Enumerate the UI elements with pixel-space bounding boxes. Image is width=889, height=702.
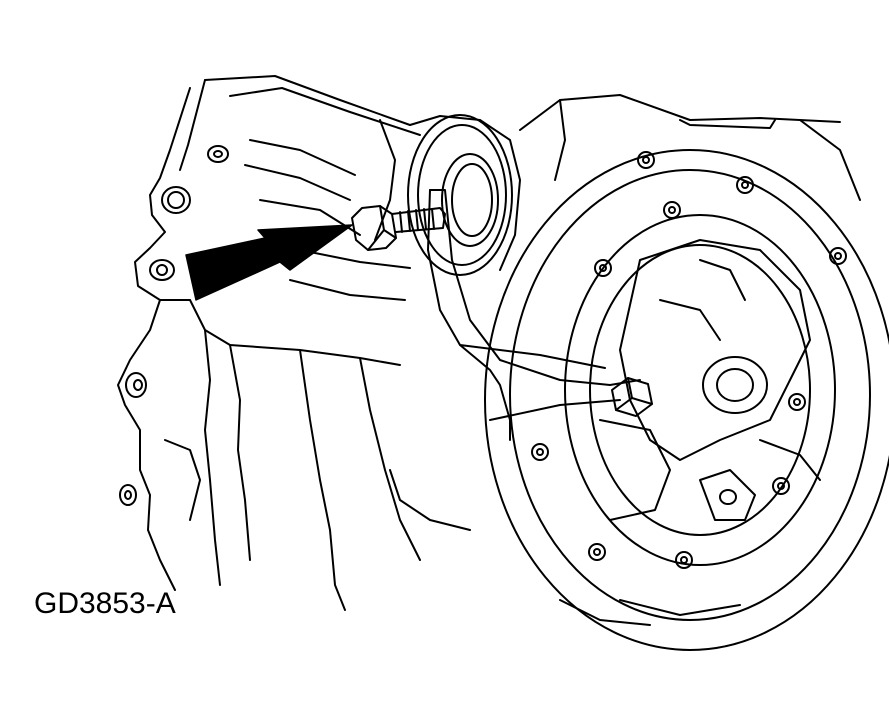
flywheel-bolts <box>531 151 847 569</box>
bolt-icon <box>351 205 446 251</box>
figure-id-label: GD3853-A <box>34 587 176 620</box>
pointer-arrow-icon <box>185 224 353 301</box>
housing-bolt-holes <box>119 145 229 506</box>
bracket-arm <box>427 189 641 441</box>
bracket-bolt <box>611 377 653 417</box>
seal-ring <box>407 114 521 276</box>
housing-outline <box>117 75 471 611</box>
flywheel-assembly <box>484 94 889 651</box>
